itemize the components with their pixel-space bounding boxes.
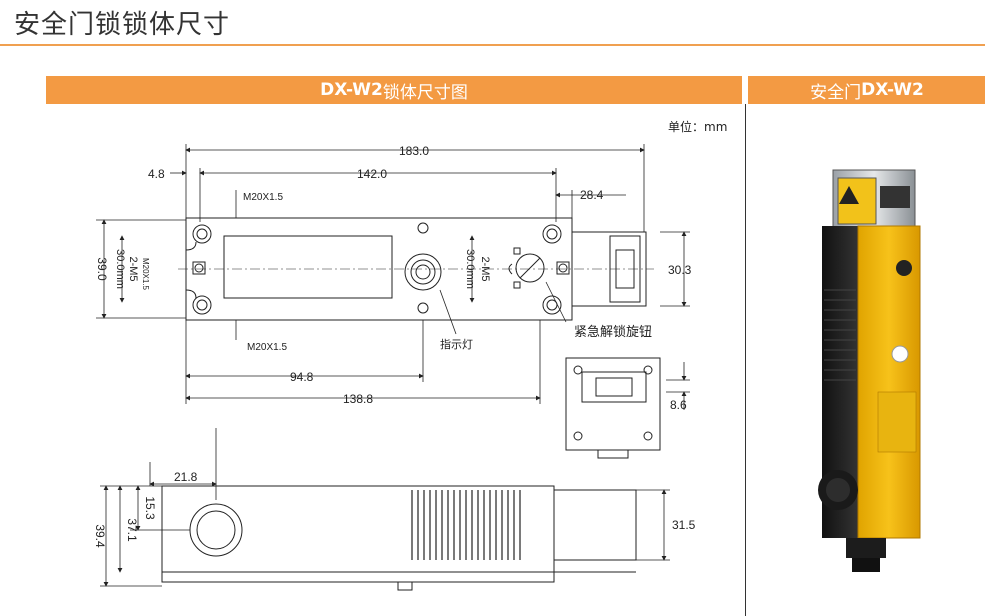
right-hole-label: 2-M5 (479, 256, 491, 281)
dim-31-5: 31.5 (672, 518, 696, 532)
dim-138-8: 138.8 (343, 392, 373, 406)
emergency-knob (515, 253, 545, 283)
dim-39-4: 39.4 (93, 524, 107, 548)
dim-142: 142.0 (357, 167, 387, 181)
left-thread-label: M20X1.5 (141, 258, 150, 291)
dim-94-8: 94.8 (290, 370, 314, 384)
left-hole-label: 2-M5 (127, 256, 139, 281)
dim-21-8: 21.8 (174, 470, 198, 484)
title-divider (0, 44, 985, 46)
dim-37-1: 37.1 (125, 518, 139, 542)
drawing-header-suffix: 锁体尺寸图 (382, 82, 468, 103)
page-title: 安全门锁锁体尺寸 (14, 10, 231, 40)
product-photo (818, 169, 921, 572)
end-view (565, 357, 690, 459)
side-view-head (553, 489, 637, 561)
dim-183: 183.0 (399, 144, 429, 158)
thread-label-bottom: M20X1.5 (247, 342, 287, 353)
drawing-header-model: DX-W2 (320, 80, 383, 100)
mount-hole (542, 295, 562, 315)
mount-hole (192, 295, 212, 315)
left-pitch-label: 30.0mm (114, 249, 126, 289)
side-view-body (161, 485, 555, 583)
mount-hole (192, 224, 212, 244)
dim-30-3: 30.3 (668, 263, 692, 277)
mount-hole (542, 224, 562, 244)
right-pitch-label: 30.0mm (464, 249, 476, 289)
top-view-window (223, 235, 393, 299)
side-view (161, 485, 637, 591)
product-header-prefix: 安全门 (810, 82, 862, 103)
top-view-dimensions (96, 144, 690, 404)
product-header-model: DX-W2 (861, 80, 924, 100)
dim-4-8: 4.8 (148, 167, 165, 181)
emergency-knob-label: 紧急解锁旋钮 (574, 324, 652, 339)
indicator-label: 指示灯 (440, 337, 473, 351)
dim-15-3: 15.3 (143, 496, 157, 520)
side-view-indicator (189, 503, 243, 557)
side-view-dimensions (100, 428, 670, 587)
indicator-lamp (404, 253, 442, 291)
thread-label-top: M20X1.5 (243, 192, 283, 203)
dim-28-4: 28.4 (580, 188, 604, 202)
top-view (178, 217, 654, 321)
unit-label: 单位：mm (668, 120, 728, 134)
dim-8-6: 8.6 (670, 398, 687, 412)
panel-divider (745, 104, 746, 616)
dim-39: 39.0 (95, 257, 109, 281)
